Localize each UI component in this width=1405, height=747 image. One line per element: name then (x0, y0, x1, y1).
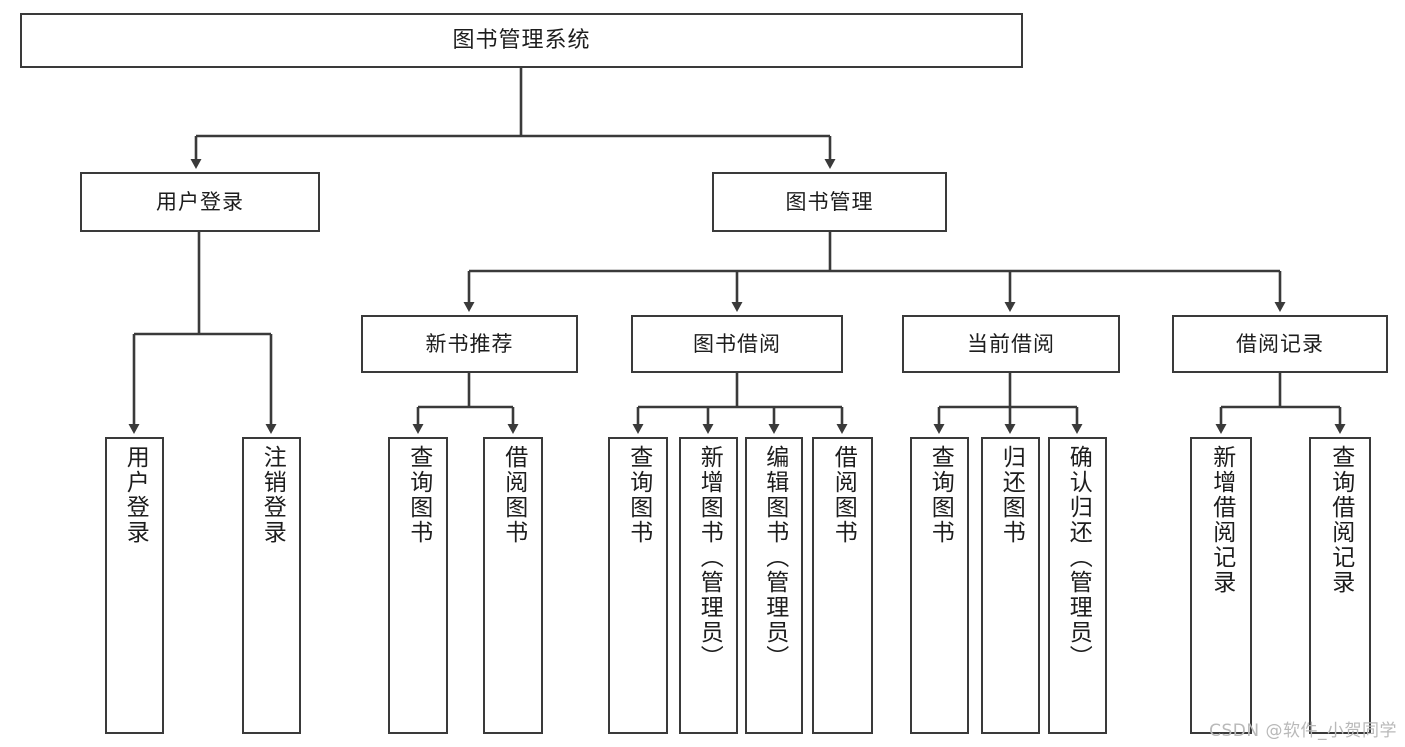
node-leaf-confirm-return-label: 确认归还（管理员） (1065, 445, 1092, 670)
node-book-manage[interactable]: 图书管理 (712, 172, 947, 232)
node-leaf-add-record[interactable]: 新增借阅记录 (1190, 437, 1252, 734)
node-leaf-add-book-label: 新增图书（管理员） (696, 445, 723, 670)
node-leaf-query-book-3[interactable]: 查询图书 (910, 437, 969, 734)
node-current-borrow-label: 当前借阅 (967, 331, 1055, 356)
node-leaf-query-record[interactable]: 查询借阅记录 (1309, 437, 1371, 734)
node-leaf-user-logout[interactable]: 注销登录 (242, 437, 301, 734)
node-book-manage-label: 图书管理 (785, 189, 874, 214)
node-leaf-confirm-return[interactable]: 确认归还（管理员） (1048, 437, 1107, 734)
node-leaf-query-book-2[interactable]: 查询图书 (608, 437, 668, 734)
node-leaf-query-book-2-label: 查询图书 (625, 445, 652, 545)
node-borrow-record[interactable]: 借阅记录 (1172, 315, 1388, 373)
node-leaf-edit-book-label: 编辑图书（管理员） (761, 445, 788, 670)
node-leaf-borrow-book-1[interactable]: 借阅图书 (483, 437, 543, 734)
node-leaf-query-record-label: 查询借阅记录 (1327, 445, 1354, 595)
node-leaf-user-logout-label: 注销登录 (259, 445, 286, 545)
node-leaf-user-login[interactable]: 用户登录 (105, 437, 164, 734)
node-leaf-query-book-3-label: 查询图书 (927, 445, 954, 545)
node-book-borrow-label: 图书借阅 (693, 331, 781, 356)
node-leaf-borrow-book-1-label: 借阅图书 (500, 445, 527, 545)
node-leaf-user-login-label: 用户登录 (122, 445, 149, 545)
node-leaf-return-book[interactable]: 归还图书 (981, 437, 1040, 734)
node-leaf-return-book-label: 归还图书 (998, 445, 1025, 545)
node-new-book-rec[interactable]: 新书推荐 (361, 315, 578, 373)
node-leaf-query-book-1-label: 查询图书 (405, 445, 432, 545)
node-leaf-borrow-book-2-label: 借阅图书 (830, 445, 857, 545)
node-leaf-borrow-book-2[interactable]: 借阅图书 (812, 437, 873, 734)
node-current-borrow[interactable]: 当前借阅 (902, 315, 1120, 373)
node-borrow-record-label: 借阅记录 (1236, 331, 1324, 356)
node-leaf-query-book-1[interactable]: 查询图书 (388, 437, 448, 734)
node-leaf-add-record-label: 新增借阅记录 (1208, 445, 1235, 595)
node-book-borrow[interactable]: 图书借阅 (631, 315, 843, 373)
node-user-login[interactable]: 用户登录 (80, 172, 320, 232)
node-root-label: 图书管理系统 (452, 27, 591, 53)
node-leaf-edit-book[interactable]: 编辑图书（管理员） (745, 437, 803, 734)
node-new-book-rec-label: 新书推荐 (425, 331, 514, 356)
node-user-login-label: 用户登录 (156, 189, 244, 214)
node-leaf-add-book[interactable]: 新增图书（管理员） (679, 437, 738, 734)
node-root[interactable]: 图书管理系统 (20, 13, 1023, 68)
